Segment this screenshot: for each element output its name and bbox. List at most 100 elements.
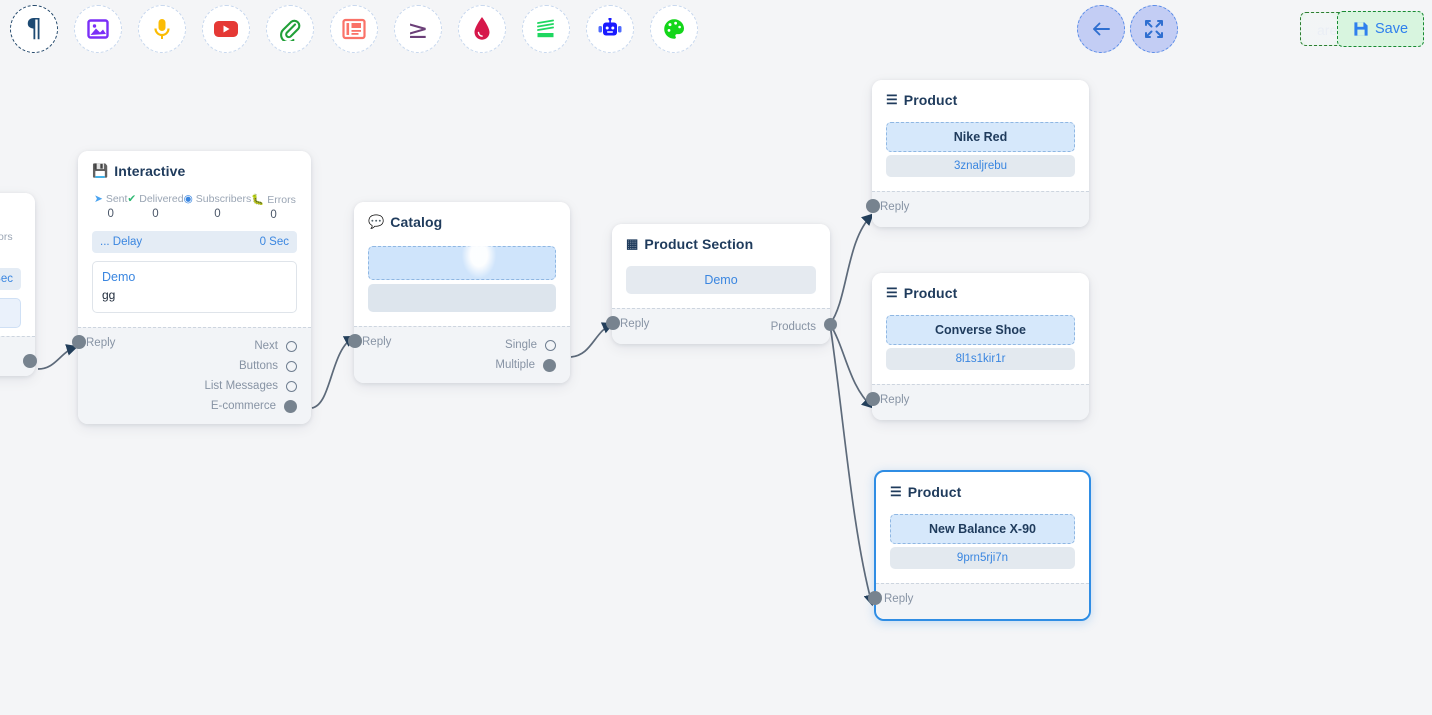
card-tool[interactable]: [330, 5, 378, 53]
product-name[interactable]: Converse Shoe: [886, 315, 1075, 345]
port-dot-products[interactable]: [824, 318, 837, 331]
delay-row[interactable]: ... Delay 0 Sec: [92, 231, 297, 253]
reply-port-dot[interactable]: [72, 335, 86, 349]
node-product-3-title: ☰ Product: [890, 484, 1075, 500]
message-box[interactable]: Demo gg: [92, 261, 297, 313]
stat-value: 0: [152, 208, 159, 220]
node-interactive-body: 💾 Interactive ➤ Sent 0 ✔ Delivered 0: [78, 151, 311, 327]
node-title-text: Product: [903, 92, 958, 108]
stat-errors: 🐛 Errors 0: [251, 193, 296, 222]
check-circle-icon: ✔: [127, 193, 137, 205]
list-tool[interactable]: [522, 5, 570, 53]
drop-tool[interactable]: [458, 5, 506, 53]
message-box[interactable]: [0, 298, 21, 328]
paragraph-tool[interactable]: ¶: [10, 5, 58, 53]
greater-equal-icon: ≥: [407, 14, 429, 44]
condition-tool[interactable]: ≥: [394, 5, 442, 53]
reply-port-dot[interactable]: [23, 354, 37, 368]
reply-port-label: Reply: [880, 201, 910, 213]
port-dot[interactable]: [543, 358, 556, 372]
fit-view-button[interactable]: [1130, 5, 1178, 53]
reply-port-dot[interactable]: [606, 316, 620, 330]
stat-label: Sent: [105, 193, 128, 205]
back-button[interactable]: [1077, 5, 1125, 53]
floppy-disk-icon: [1354, 22, 1368, 36]
product-id[interactable]: 8l1s1kir1r: [886, 348, 1075, 370]
port-dot[interactable]: [286, 360, 297, 372]
node-product-2[interactable]: ☰ Product Converse Shoe 8l1s1kir1r Reply: [866, 273, 1089, 420]
node-title-text: Product: [907, 484, 962, 500]
port-dot[interactable]: [284, 399, 297, 413]
port-label: E-commerce: [210, 400, 276, 412]
bot-tool[interactable]: [586, 5, 634, 53]
port-dot[interactable]: [286, 380, 297, 392]
stat-value: 0: [107, 208, 114, 220]
delay-label: ... Delay: [100, 236, 143, 248]
reply-port-dot[interactable]: [866, 392, 880, 406]
video-tool[interactable]: [202, 5, 250, 53]
node-product-3-footer: Reply: [868, 583, 1089, 619]
node-catalog[interactable]: 💬 Catalog Reply Single Multiple: [348, 202, 570, 383]
port-label: Multiple: [495, 359, 535, 371]
node-product-3-body: ☰ Product New Balance X-90 9prn5rji7n: [876, 472, 1089, 583]
port-dot[interactable]: [286, 340, 297, 352]
paragraph-icon: ¶: [25, 14, 43, 44]
list-stack-icon: [537, 19, 554, 38]
image-tool[interactable]: [74, 5, 122, 53]
port-label: Products: [770, 321, 816, 333]
port-buttons[interactable]: Buttons: [92, 356, 297, 376]
youtube-icon: [214, 21, 238, 37]
port-next[interactable]: Next: [92, 336, 297, 356]
hamburger-list-icon: ☰: [886, 285, 898, 300]
node-product-section[interactable]: ▦ Product Section Demo Reply Products: [606, 224, 837, 344]
port-multiple[interactable]: Multiple: [368, 355, 556, 375]
product-name[interactable]: Nike Red: [886, 122, 1075, 152]
node-cut-left-footer: essage: [0, 336, 37, 376]
node-catalog-footer: Reply Single Multiple: [348, 326, 570, 383]
port-products[interactable]: Products: [626, 317, 816, 337]
attachment-tool[interactable]: [266, 5, 314, 53]
node-interactive-footer: Reply Next Buttons List Messages E-comme…: [72, 327, 311, 424]
node-cut-left[interactable]: \u25cfErrors 0 Sec essage: [0, 193, 37, 376]
node-product-section-body: ▦ Product Section Demo: [612, 224, 830, 308]
node-product-3[interactable]: ☰ Product New Balance X-90 9prn5rji7n Re…: [868, 470, 1091, 621]
reply-port-label: Reply: [86, 337, 116, 349]
port-label: Next: [254, 340, 278, 352]
audio-tool[interactable]: [138, 5, 186, 53]
product-section-button[interactable]: Demo: [626, 266, 816, 294]
node-product-2-footer: Reply: [866, 384, 1089, 420]
delay-value: 0 Sec: [259, 236, 289, 248]
floppy-disk-icon: 💾: [92, 163, 109, 178]
port-ecommerce[interactable]: E-commerce: [92, 396, 297, 416]
node-product-1[interactable]: ☰ Product Nike Red 3znaljrebu Reply: [866, 80, 1089, 227]
send-icon: ➤: [94, 193, 103, 205]
stats-row: ➤ Sent 0 ✔ Delivered 0 ◉ Subscribers: [94, 193, 296, 222]
product-id[interactable]: 9prn5rji7n: [890, 547, 1075, 569]
palette-tool[interactable]: [650, 5, 698, 53]
node-title-text: Product: [903, 285, 958, 301]
reply-port-dot[interactable]: [868, 591, 882, 605]
stat-label: Subscribers: [195, 193, 252, 205]
port-dot[interactable]: [545, 339, 556, 351]
node-product-1-body: ☰ Product Nike Red 3znaljrebu: [872, 80, 1089, 191]
bug-icon: 🐛: [251, 194, 265, 206]
node-product-1-footer: Reply: [866, 191, 1089, 227]
reply-port-label: Reply: [880, 394, 910, 406]
reply-port-label: Reply: [362, 336, 392, 348]
save-button[interactable]: Save: [1337, 11, 1424, 47]
product-id[interactable]: 3znaljrebu: [886, 155, 1075, 177]
catalog-highlight-glow: [462, 232, 496, 278]
node-interactive[interactable]: 💾 Interactive ➤ Sent 0 ✔ Delivered 0: [72, 151, 311, 424]
reply-port-dot[interactable]: [348, 334, 362, 348]
port-label: List Messages: [204, 380, 278, 392]
node-product-2-body: ☰ Product Converse Shoe 8l1s1kir1r: [872, 273, 1089, 384]
node-product-1-title: ☰ Product: [886, 92, 1075, 108]
port-single[interactable]: Single: [368, 335, 556, 355]
product-name[interactable]: New Balance X-90: [890, 514, 1075, 544]
port-list-messages[interactable]: List Messages: [92, 376, 297, 396]
delay-row[interactable]: Sec: [0, 268, 21, 290]
robot-icon: [598, 18, 622, 36]
water-drop-icon: [474, 17, 490, 40]
reply-port-dot[interactable]: [866, 199, 880, 213]
